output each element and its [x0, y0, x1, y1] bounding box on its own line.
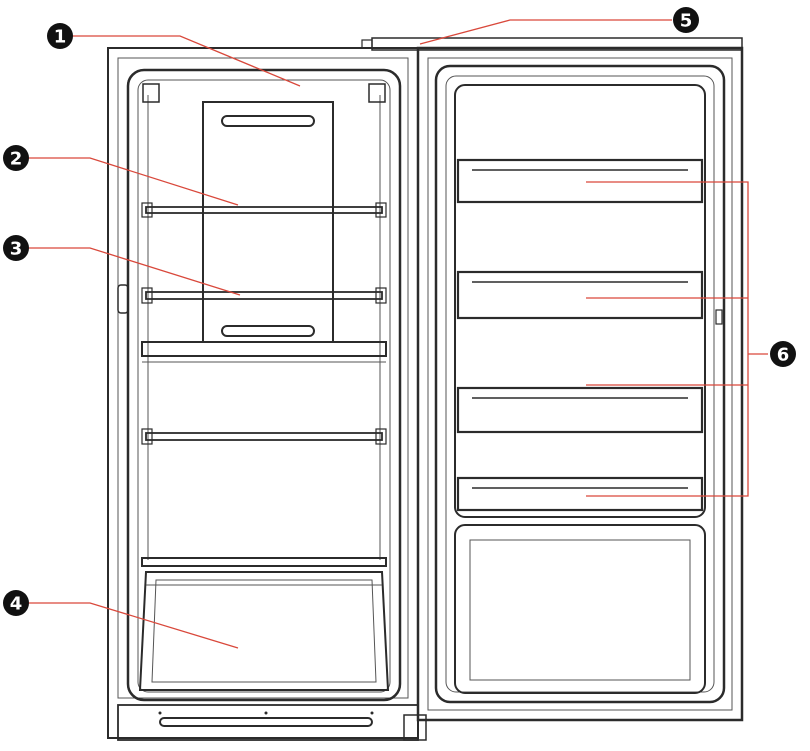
svg-text:3: 3 [10, 239, 23, 260]
callout-3: 3 [3, 235, 29, 261]
leader-6 [586, 181, 768, 497]
door-bin-3 [456, 386, 704, 434]
svg-text:6: 6 [777, 345, 790, 366]
door-bin-1 [456, 158, 704, 204]
leader-4 [28, 602, 239, 649]
door [361, 37, 744, 741]
door-bin-2 [456, 270, 704, 320]
svg-text:5: 5 [680, 11, 693, 32]
callout-1: 1 [47, 23, 73, 49]
svg-text:1: 1 [54, 27, 67, 48]
callout-4: 4 [3, 590, 29, 616]
callout-1-badge [47, 23, 73, 49]
callout-6: 6 [770, 341, 796, 367]
bottom-basket [138, 571, 390, 691]
callout-4-badge [3, 590, 29, 616]
shelf-lower [141, 428, 387, 445]
shelf-bottom [141, 557, 387, 567]
door-bin-4 [456, 476, 704, 512]
cabinet [107, 47, 419, 739]
leader-1 [72, 35, 301, 87]
callout-2-badge [3, 145, 29, 171]
callout-5: 5 [673, 7, 699, 33]
shelf-upper [141, 202, 387, 218]
leader-2 [28, 157, 239, 206]
callout-3-badge [3, 235, 29, 261]
callout-5-badge [673, 7, 699, 33]
leader-lines [28, 19, 768, 649]
leader-3 [28, 247, 241, 296]
callout-6-badge [770, 341, 796, 367]
svg-text:2: 2 [10, 149, 23, 170]
callout-2: 2 [3, 145, 29, 171]
shelf-divider [141, 341, 387, 363]
base-grille [117, 704, 419, 741]
shelf-middle [141, 287, 387, 304]
leader-5 [419, 19, 672, 45]
svg-text:4: 4 [10, 594, 23, 615]
back-panel [202, 101, 334, 343]
